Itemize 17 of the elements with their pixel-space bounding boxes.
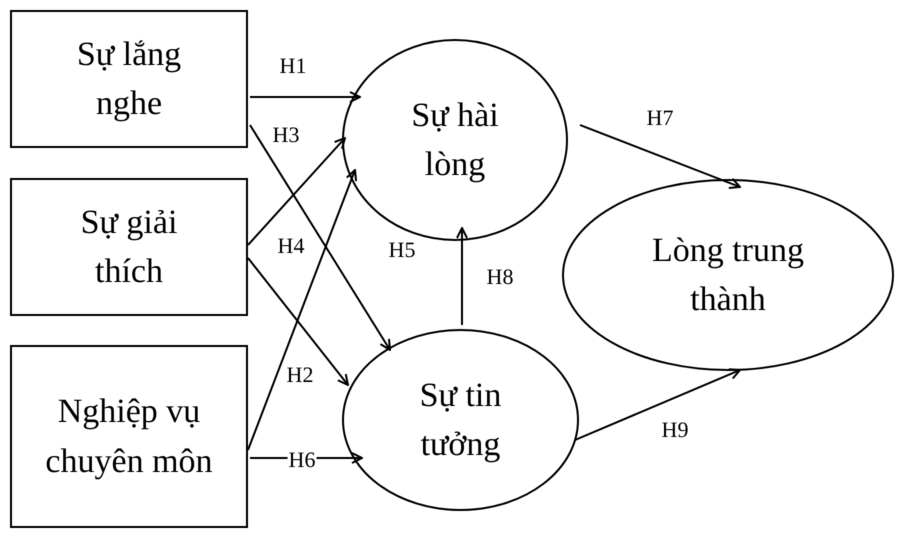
arrow — [250, 91, 361, 103]
node-label: Sự giải thích — [80, 202, 178, 292]
arrow — [247, 257, 349, 386]
arrow — [247, 137, 346, 246]
factor-box — [10, 178, 248, 316]
node-label: Sự hài lòng — [410, 96, 500, 185]
factor-box — [10, 10, 248, 148]
arrow — [249, 124, 391, 351]
arrow — [247, 169, 358, 450]
arrow — [580, 124, 741, 190]
arrow — [574, 368, 741, 441]
node-label: Lòng trung thành — [650, 230, 806, 320]
node-label: Sự lắng nghe — [76, 34, 182, 124]
arrow — [456, 227, 468, 325]
factor-box — [10, 345, 248, 528]
node-label: Sự tin tưởng — [418, 376, 502, 465]
node-label: Nghiệp vụ chuyên môn — [44, 392, 214, 482]
